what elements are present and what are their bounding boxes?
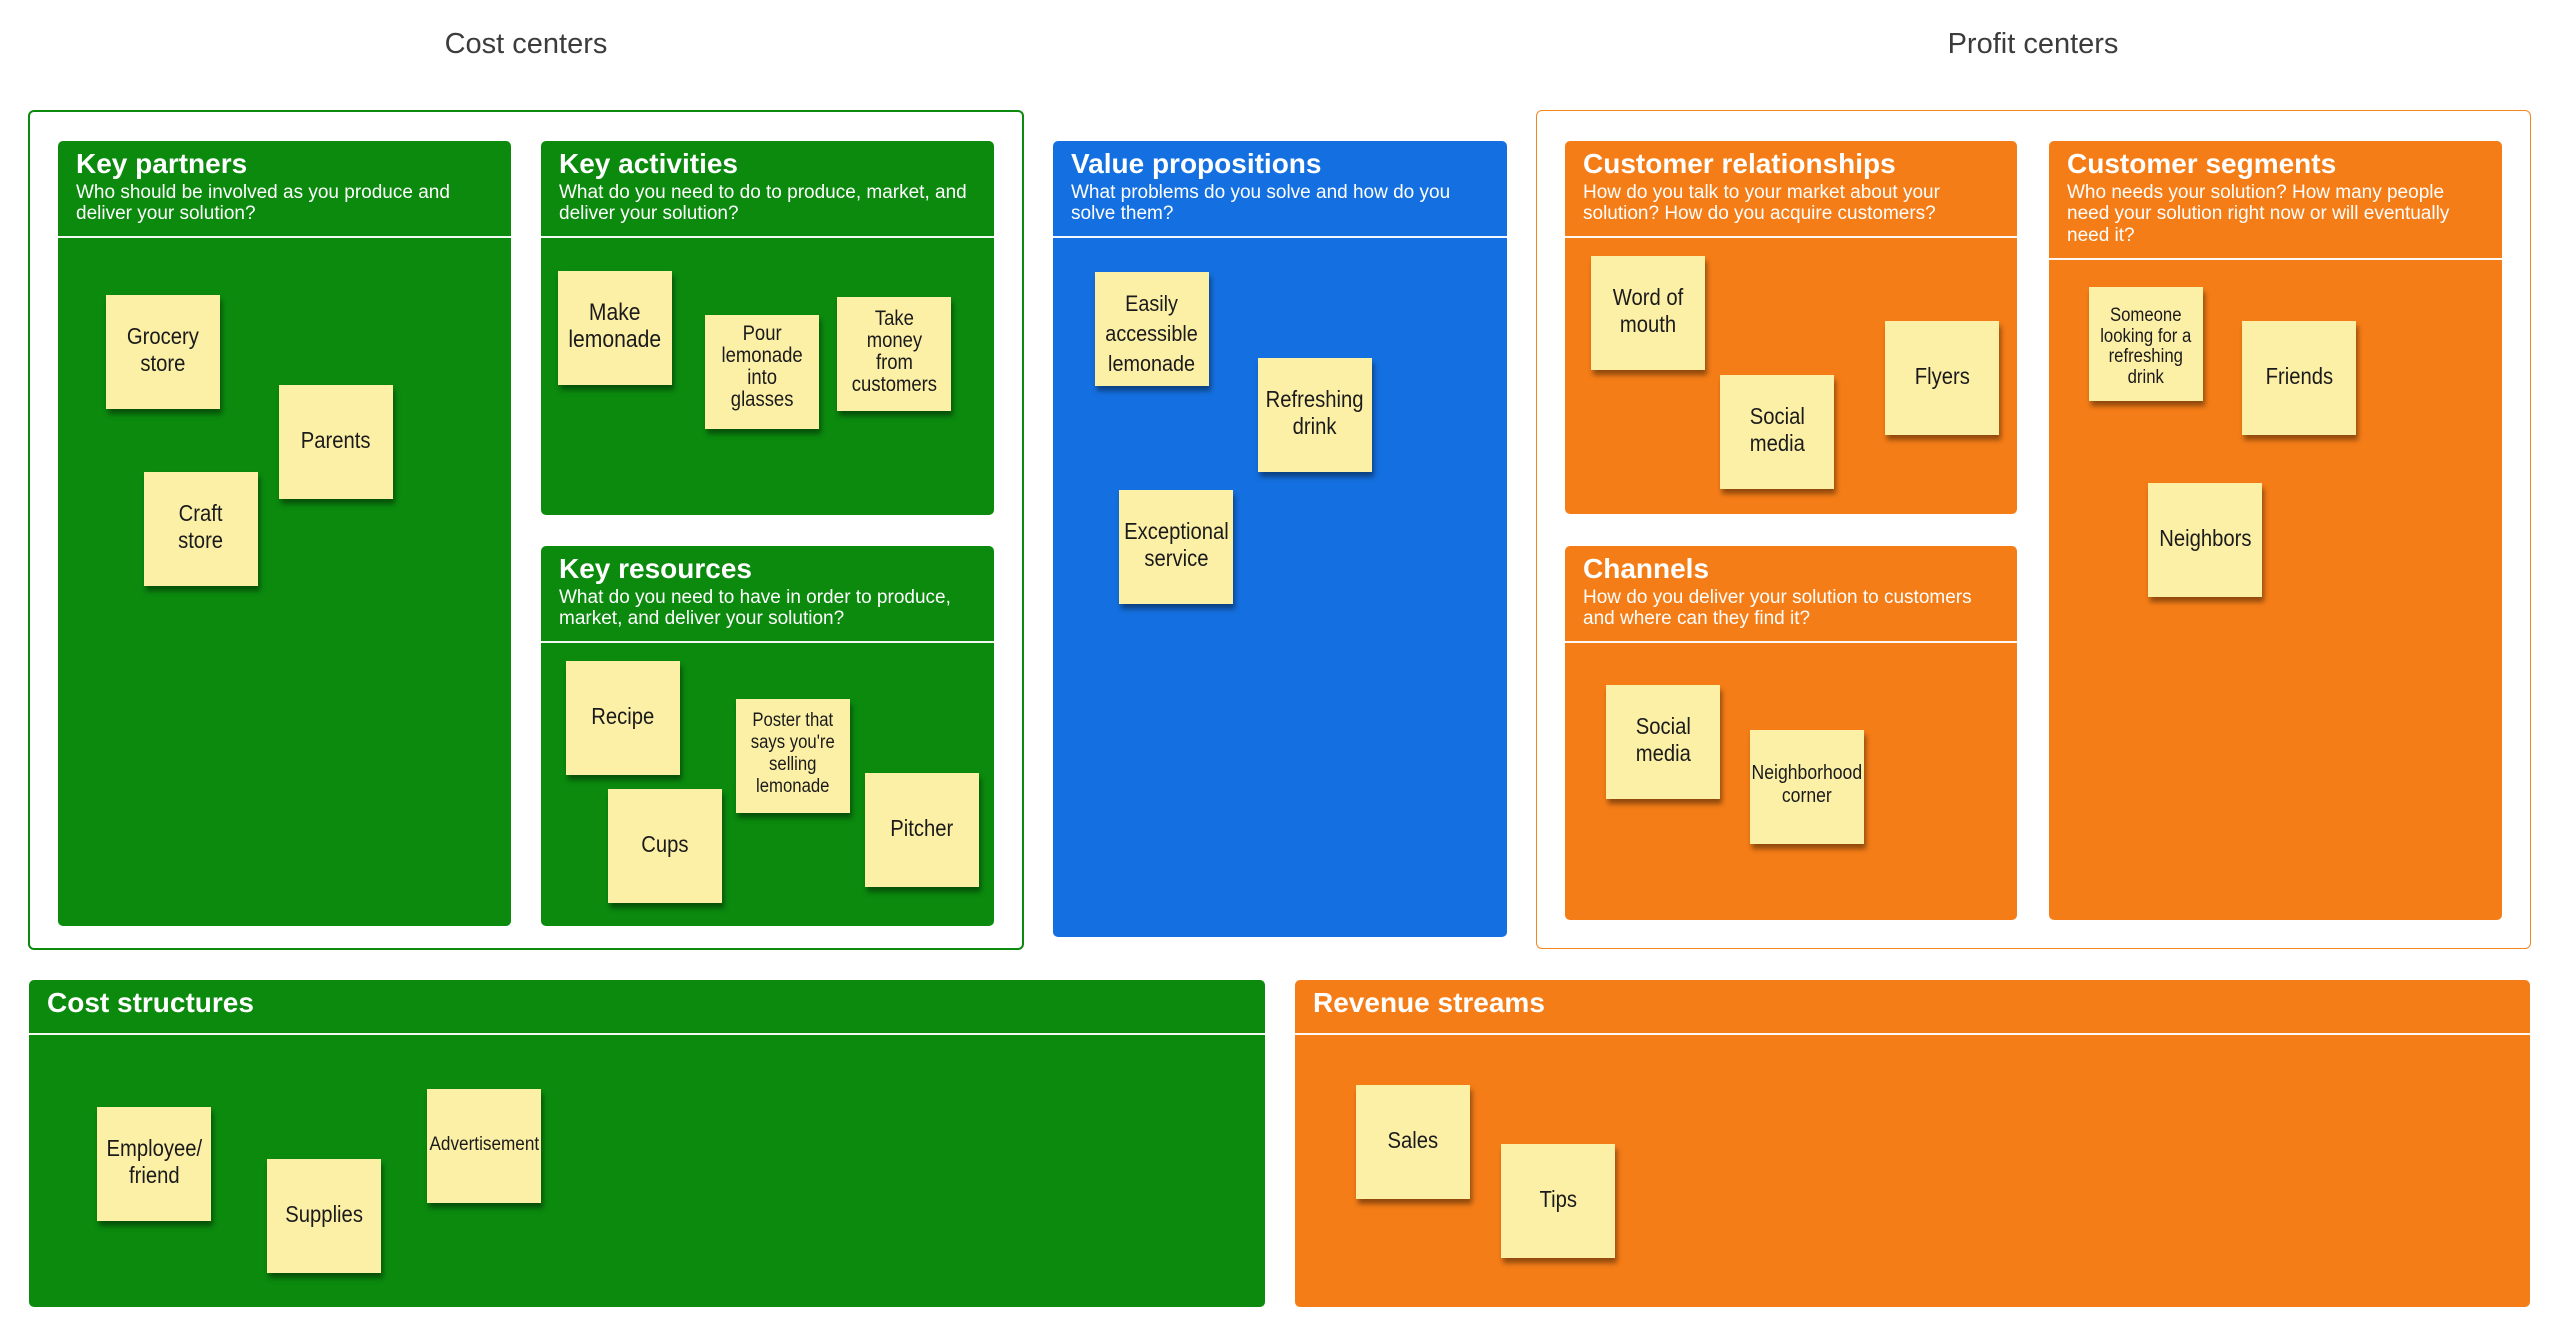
sticky-note-sales[interactable]: Sales — [1356, 1085, 1470, 1199]
sticky-note-easily-accessible-lemonade[interactable]: Easily accessible lemonade — [1095, 272, 1209, 386]
sticky-note-make-lemonade[interactable]: Make lemonade — [558, 271, 672, 385]
sticky-note-supplies[interactable]: Supplies — [267, 1159, 381, 1273]
panel-description: What do you need to have in order to pro… — [559, 587, 951, 630]
panel-divider — [1295, 1033, 2530, 1035]
panel-cost-structures[interactable]: Cost structures — [29, 980, 1265, 1307]
sticky-note-text: Advertisement — [429, 1133, 539, 1155]
sticky-note-neighborhood-corner[interactable]: Neighborhood corner — [1750, 730, 1864, 844]
sticky-note-text: Refreshing drink — [1266, 386, 1364, 439]
sticky-note-cups[interactable]: Cups — [608, 789, 722, 903]
profit-centers-label: Profit centers — [1947, 28, 2119, 60]
sticky-note-pour-lemonade[interactable]: Pour lemonade into glasses — [705, 315, 819, 429]
sticky-note-tips[interactable]: Tips — [1501, 1144, 1615, 1258]
sticky-note-text: Recipe — [591, 702, 655, 729]
panel-description: How do you deliver your solution to cust… — [1583, 587, 1972, 630]
panel-title: Value propositions — [1071, 148, 1322, 179]
sticky-note-text: Parents — [301, 426, 371, 453]
sticky-note-neighbors[interactable]: Neighbors — [2148, 483, 2262, 597]
sticky-note-text: Sales — [1387, 1126, 1439, 1153]
sticky-note-flyers[interactable]: Flyers — [1885, 321, 1999, 435]
sticky-note-refreshing-drink[interactable]: Refreshing drink — [1258, 358, 1372, 472]
sticky-note-text: Neighborhood corner — [1751, 762, 1863, 807]
sticky-note-take-money[interactable]: Take money from customers — [837, 297, 951, 411]
sticky-note-recipe[interactable]: Recipe — [566, 661, 680, 775]
panel-divider — [2049, 258, 2502, 260]
panel-divider — [541, 641, 994, 643]
cost-centers-label: Cost centers — [444, 28, 608, 60]
panel-divider — [29, 1033, 1265, 1035]
sticky-note-text: Social media — [1749, 403, 1805, 456]
sticky-note-text: Pitcher — [890, 814, 954, 841]
panel-description: How do you talk to your market about you… — [1583, 182, 1940, 225]
sticky-note-word-of-mouth[interactable]: Word of mouth — [1591, 256, 1705, 370]
sticky-note-pitcher[interactable]: Pitcher — [865, 773, 979, 887]
sticky-note-text: Easily accessible lemonade — [1105, 291, 1199, 376]
sticky-note-text: Pour lemonade into glasses — [721, 322, 803, 411]
sticky-note-text: Grocery store — [127, 323, 199, 376]
panel-divider — [1565, 641, 2017, 643]
panel-title: Channels — [1583, 553, 1710, 584]
panel-customer-segments[interactable]: Customer segments Who needs your solutio… — [2049, 141, 2502, 920]
sticky-note-exceptional-service[interactable]: Exceptional service — [1119, 490, 1233, 604]
panel-divider — [1053, 236, 1507, 238]
sticky-note-text: Supplies — [285, 1200, 363, 1227]
sticky-note-text: Make lemonade — [568, 299, 662, 353]
sticky-note-text: Someone looking for a refreshing drink — [2100, 305, 2192, 388]
sticky-note-employee-friend[interactable]: Employee/ friend — [97, 1107, 211, 1221]
panel-revenue-streams[interactable]: Revenue streams — [1295, 980, 2530, 1307]
sticky-note-text: Neighbors — [2158, 524, 2252, 551]
sticky-note-poster[interactable]: Poster that says you're selling lemonade — [736, 699, 850, 813]
sticky-note-friends[interactable]: Friends — [2242, 321, 2356, 435]
sticky-note-text: Word of mouth — [1612, 284, 1684, 337]
sticky-note-text: Cups — [641, 830, 689, 857]
panel-key-partners[interactable]: Key partners Who should be involved as y… — [58, 141, 511, 926]
sticky-note-text: Craft store — [178, 500, 224, 553]
sticky-note-text: Take money from customers — [851, 307, 937, 396]
sticky-note-text: Tips — [1539, 1185, 1577, 1212]
panel-divider — [541, 236, 994, 238]
sticky-note-text: Friends — [2265, 362, 2333, 389]
sticky-note-social-media-cr[interactable]: Social media — [1720, 375, 1834, 489]
sticky-note-someone-looking[interactable]: Someone looking for a refreshing drink — [2089, 287, 2203, 401]
panel-description: What problems do you solve and how do yo… — [1071, 182, 1451, 225]
sticky-note-text: Poster that says you're selling lemonade — [750, 710, 836, 797]
panel-divider — [1565, 236, 2017, 238]
panel-title: Customer segments — [2067, 148, 2337, 179]
panel-description: What do you need to do to produce, marke… — [559, 182, 967, 225]
panel-divider — [58, 236, 511, 238]
sticky-note-craft-store[interactable]: Craft store — [144, 472, 258, 586]
panel-title: Revenue streams — [1313, 987, 1545, 1018]
sticky-note-text: Employee/ friend — [106, 1135, 202, 1188]
panel-title: Cost structures — [47, 987, 254, 1018]
sticky-note-text: Flyers — [1914, 362, 1970, 389]
panel-title: Key partners — [76, 148, 248, 179]
panel-title: Key activities — [559, 148, 738, 179]
panel-title: Key resources — [559, 553, 753, 584]
sticky-note-advertisement[interactable]: Advertisement — [427, 1089, 541, 1203]
panel-description: Who should be involved as you produce an… — [76, 182, 450, 225]
sticky-note-text: Exceptional service — [1123, 518, 1229, 571]
sticky-note-social-media-channels[interactable]: Social media — [1606, 685, 1720, 799]
sticky-note-parents[interactable]: Parents — [279, 385, 393, 499]
sticky-note-grocery-store[interactable]: Grocery store — [106, 295, 220, 409]
panel-description: Who needs your solution? How many people… — [2067, 182, 2450, 246]
panel-title: Customer relationships — [1583, 148, 1896, 179]
sticky-note-text: Social media — [1635, 713, 1691, 766]
